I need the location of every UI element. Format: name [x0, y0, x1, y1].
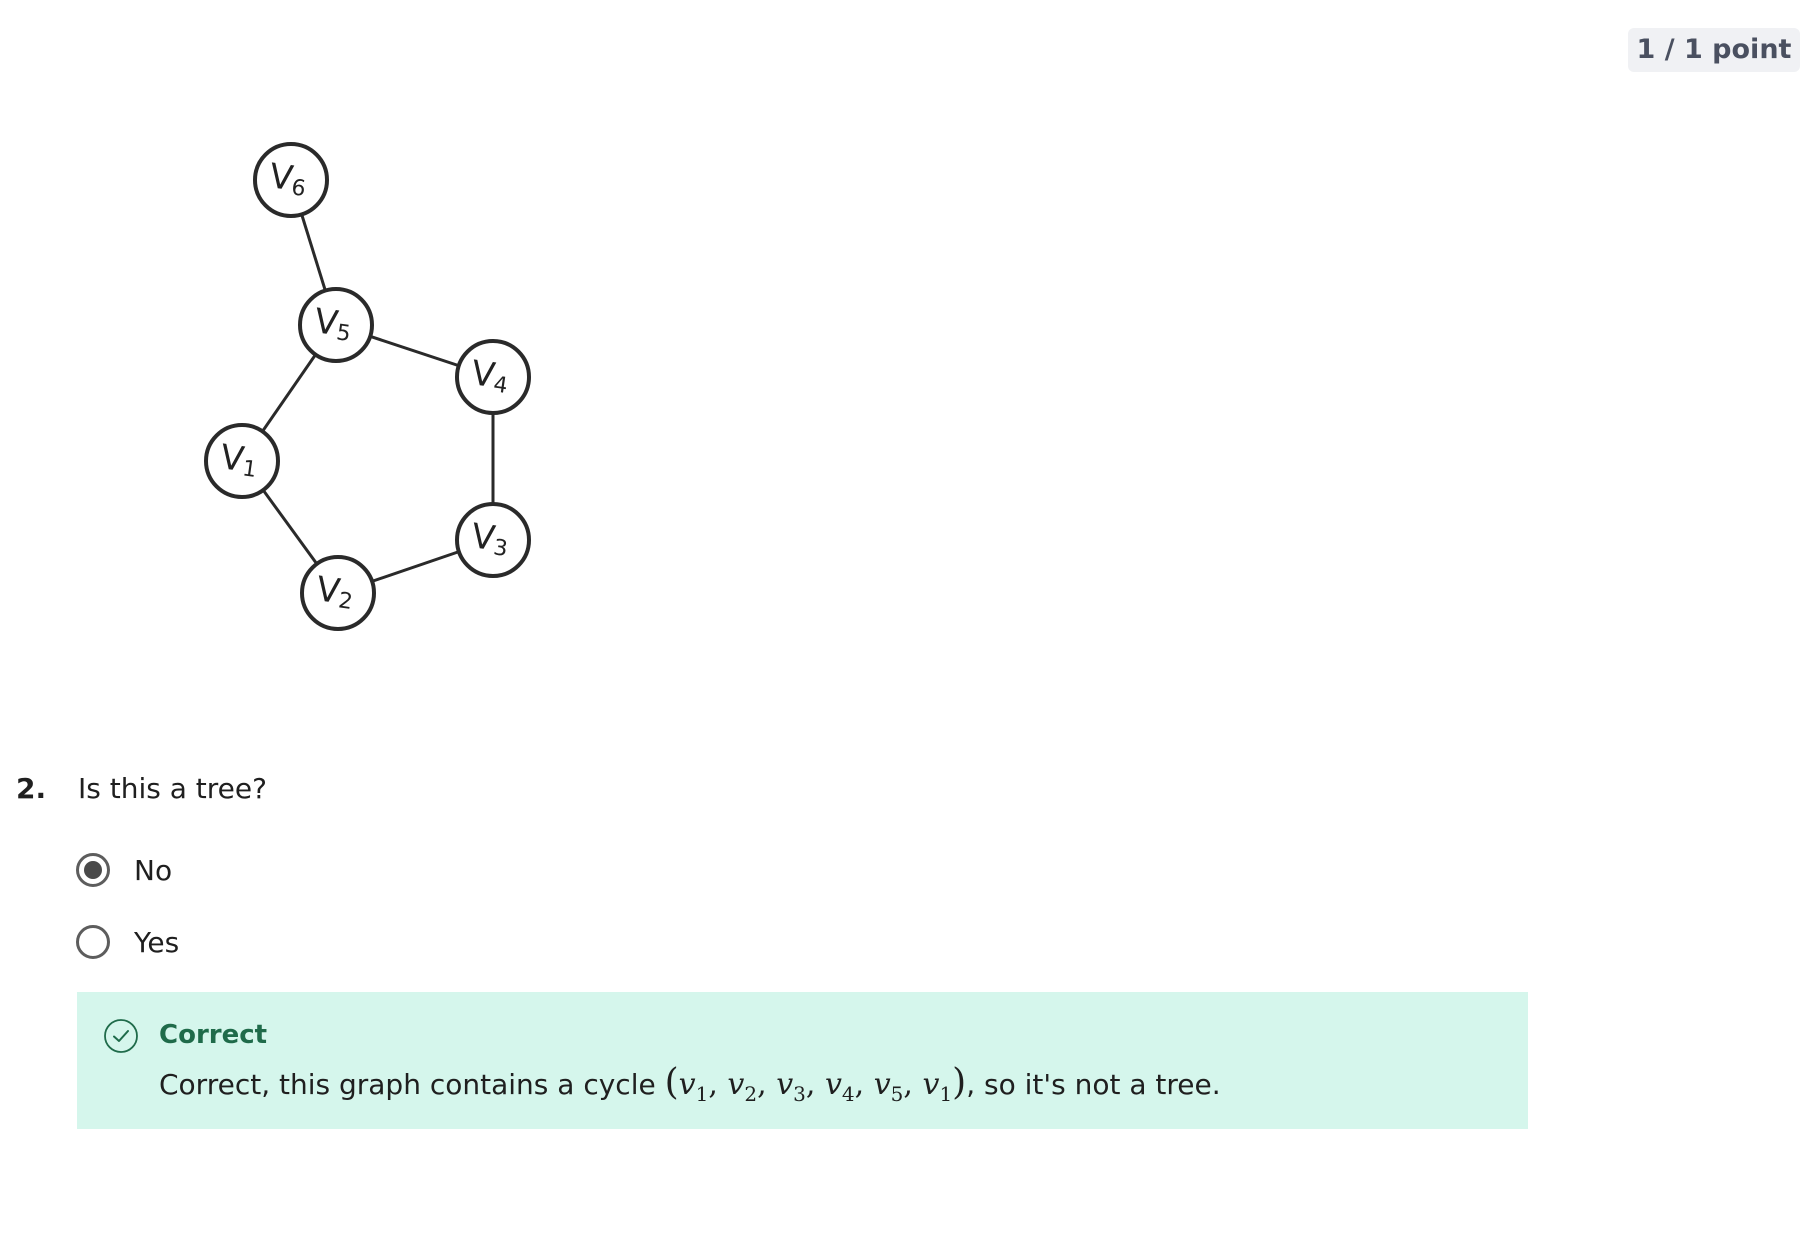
- graph-edges: [240, 179, 495, 595]
- cycle-vertex: v5: [873, 1067, 904, 1106]
- graph-node-label: V2: [314, 569, 357, 615]
- radio-yes[interactable]: [76, 925, 110, 959]
- graph-node-v1: V1: [204, 423, 280, 499]
- graph-node-v5: V5: [298, 287, 374, 363]
- cycle-vertex: v2: [727, 1067, 758, 1106]
- feedback-text-before: Correct, this graph contains a cycle: [159, 1068, 665, 1101]
- graph-node-circle: [298, 287, 374, 363]
- feedback-panel: Correct Correct, this graph contains a c…: [77, 992, 1528, 1129]
- graph-node-v6: V6: [253, 142, 329, 218]
- option-no[interactable]: No: [76, 850, 172, 890]
- graph-node-v2: V2: [300, 555, 376, 631]
- cycle-sequence: v1, v2, v3, v4, v5, v1: [678, 1067, 953, 1106]
- graph-node-label: V5: [312, 301, 355, 347]
- cycle-close-paren: ): [952, 1062, 967, 1103]
- graph-node-v3: V3: [455, 502, 531, 578]
- cycle-separator: ,: [903, 1067, 923, 1102]
- check-circle-icon: [104, 1019, 138, 1053]
- graph-node-circle: [455, 502, 531, 578]
- graph-node-label: V3: [469, 516, 512, 562]
- graph-node-label: V1: [218, 437, 261, 483]
- cycle-vertex: v3: [776, 1067, 806, 1106]
- graph-node-circle: [455, 339, 531, 415]
- graph-node-circle: [204, 423, 280, 499]
- option-yes[interactable]: Yes: [76, 922, 179, 962]
- cycle-separator: ,: [708, 1067, 728, 1102]
- radio-no[interactable]: [76, 853, 110, 887]
- cycle-vertex: v4: [824, 1067, 855, 1106]
- cycle-separator: ,: [805, 1067, 825, 1102]
- cycle-separator: ,: [757, 1067, 777, 1102]
- option-yes-label: Yes: [134, 925, 180, 959]
- cycle-vertex: v1: [922, 1067, 953, 1106]
- graph-node-v4: V4: [455, 339, 531, 415]
- graph-node-circle: [253, 142, 329, 218]
- graph-node-circle: [300, 555, 376, 631]
- feedback-status: Correct: [159, 1020, 268, 1050]
- graph-node-label: V4: [469, 353, 512, 399]
- feedback-text: Correct, this graph contains a cycle (v1…: [159, 1062, 1221, 1106]
- score-badge: 1 / 1 point: [1628, 28, 1800, 72]
- cycle-separator: ,: [854, 1067, 874, 1102]
- graph-node-label: V6: [267, 156, 310, 202]
- cycle-vertex: v1: [678, 1067, 709, 1106]
- cycle-open-paren: (: [664, 1062, 679, 1103]
- option-no-label: No: [134, 853, 173, 887]
- question-text: Is this a tree?: [78, 772, 267, 805]
- question-number: 2.: [16, 772, 47, 805]
- feedback-text-after: , so it's not a tree.: [966, 1068, 1221, 1101]
